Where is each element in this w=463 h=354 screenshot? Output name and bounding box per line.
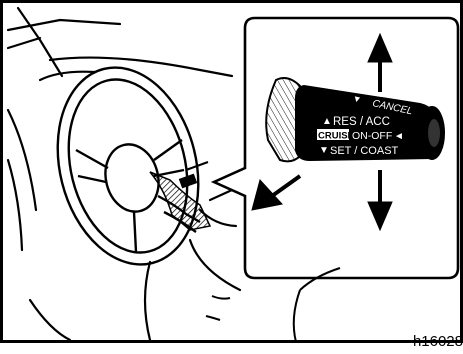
label-set-coast-arrow: ▼ bbox=[319, 145, 329, 156]
label-res-acc-arrow: ▲ bbox=[322, 116, 332, 127]
reference-code: h16028 bbox=[413, 333, 463, 350]
label-on-off: ON-OFF bbox=[352, 130, 392, 142]
label-res-acc: RES / ACC bbox=[333, 116, 390, 128]
label-cruise: CRUISE bbox=[318, 131, 354, 142]
label-on-off-arrow: ◄ bbox=[394, 131, 404, 142]
label-set-coast: SET / COAST bbox=[330, 145, 399, 157]
